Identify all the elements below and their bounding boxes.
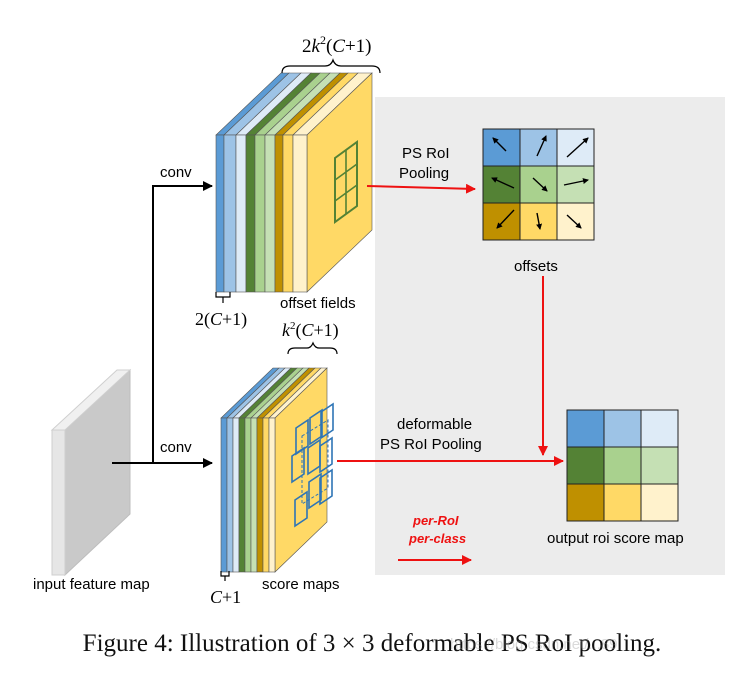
bottom-stack-slice-7 bbox=[256, 417, 264, 573]
offsets-cell-3-1 bbox=[482, 202, 521, 241]
offset-fields-label: offset fields bbox=[280, 295, 356, 312]
bottom-stack-slice-8 bbox=[262, 417, 270, 573]
top-stack-front-slice bbox=[292, 134, 308, 293]
score-dim-label-sup: 2 bbox=[290, 320, 296, 332]
input-feature-map-label: input feature map bbox=[33, 576, 150, 593]
output-cell-1-3 bbox=[640, 409, 679, 448]
offsets-label: offsets bbox=[514, 258, 558, 275]
per-class-label: per-class bbox=[408, 531, 466, 546]
figure-caption: Figure 4: Illustration of 3 × 3 deformab… bbox=[82, 630, 662, 657]
top-brace bbox=[281, 58, 381, 74]
score-dim-label-c: C bbox=[302, 320, 315, 340]
deformable-ps-roi-pooling-diagram: 2k2(C+1) conv conv 2(C+1) offset fields … bbox=[33, 33, 725, 607]
offset-dim-label: 2k2(C+1) bbox=[302, 33, 372, 57]
output-score-map bbox=[566, 409, 679, 522]
score-maps-label: score maps bbox=[262, 576, 340, 593]
output-cell-1-1 bbox=[566, 409, 605, 448]
channel-label-top-a: 2( bbox=[195, 309, 210, 330]
top-stack-slice-6 bbox=[264, 134, 276, 293]
channel-label-top: 2(C+1) bbox=[195, 309, 247, 330]
watermark: https://blog.csdn.net/...89 bbox=[450, 636, 618, 653]
top-stack-slice-4 bbox=[245, 134, 256, 293]
bottom-stack-slice-3 bbox=[232, 417, 240, 573]
conv-arrows bbox=[112, 181, 213, 468]
offsets-cell-2-2 bbox=[519, 165, 558, 204]
offset-dim-label-2: 2 bbox=[302, 36, 312, 57]
offsets-cell-1-2 bbox=[519, 128, 558, 167]
offsets-grid bbox=[482, 128, 595, 241]
offsets-cell-2-1 bbox=[482, 165, 521, 204]
per-roi-label: per-RoI bbox=[412, 513, 459, 528]
offset-fields-stack bbox=[215, 72, 373, 293]
offset-dim-label-open: ( bbox=[326, 36, 332, 57]
offsets-cell-1-3 bbox=[556, 128, 595, 167]
bottom-brace bbox=[287, 341, 338, 355]
bottom-stack-slice-4 bbox=[238, 417, 246, 573]
channel-label-bottom: C+1 bbox=[210, 587, 241, 607]
top-stack-slice-2 bbox=[223, 134, 237, 293]
top-stack-slice-1 bbox=[215, 134, 225, 293]
channel-brace-top bbox=[215, 292, 231, 303]
offsets-cell-3-3 bbox=[556, 202, 595, 241]
conv-label-top: conv bbox=[160, 164, 192, 181]
channel-label-top-b: +1) bbox=[222, 309, 247, 330]
bottom-stack-front-slice bbox=[268, 417, 276, 573]
offset-arrows bbox=[491, 135, 589, 230]
input-feature-map bbox=[50, 368, 132, 577]
offset-grid bbox=[334, 140, 358, 224]
ps-roi-label-line1: PS RoI bbox=[402, 145, 450, 162]
bottom-stack-slice-6 bbox=[250, 417, 258, 573]
bottom-stack-slice-1 bbox=[220, 417, 228, 573]
deformable-bins bbox=[291, 402, 334, 528]
ps-roi-label-line2: Pooling bbox=[399, 165, 449, 182]
offset-dim-label-sup: 2 bbox=[320, 33, 326, 47]
score-maps-stack bbox=[220, 367, 334, 573]
channel-brace-bottom bbox=[220, 571, 230, 581]
offsets-cell-2-3 bbox=[556, 165, 595, 204]
offsets-cell-3-2 bbox=[519, 202, 558, 241]
offset-dim-label-k: k bbox=[312, 36, 321, 57]
output-map-label: output roi score map bbox=[547, 530, 684, 547]
offset-dim-label-rest: +1) bbox=[345, 36, 372, 57]
top-stack-slice-5 bbox=[254, 134, 266, 293]
output-cell-2-3 bbox=[640, 446, 679, 485]
top-stack-slice-3 bbox=[235, 134, 247, 293]
top-stack-slice-7 bbox=[274, 134, 284, 293]
output-cell-2-1 bbox=[566, 446, 605, 485]
top-stack-slice-8 bbox=[282, 134, 294, 293]
output-cell-3-1 bbox=[566, 483, 605, 522]
output-cell-1-2 bbox=[603, 409, 642, 448]
channel-label-bottom-rest: +1 bbox=[222, 587, 241, 607]
channel-label-bottom-c: C bbox=[210, 587, 223, 607]
output-cell-3-2 bbox=[603, 483, 642, 522]
score-dim-label-k: k bbox=[282, 320, 291, 340]
channel-label-top-c: C bbox=[210, 309, 223, 329]
red-arrows bbox=[337, 183, 564, 565]
bottom-stack-slice-2 bbox=[226, 417, 234, 573]
score-dim-label: k2(C+1) bbox=[282, 320, 339, 341]
bottom-stack-slice-5 bbox=[244, 417, 252, 573]
deformable-label-line2: PS RoI Pooling bbox=[380, 436, 482, 453]
deformable-label-line1: deformable bbox=[397, 416, 472, 433]
conv-label-bottom: conv bbox=[160, 439, 192, 456]
output-cell-2-2 bbox=[603, 446, 642, 485]
score-dim-label-rest: +1) bbox=[314, 320, 339, 341]
output-cell-3-3 bbox=[640, 483, 679, 522]
offset-dim-label-c: C bbox=[332, 36, 345, 57]
score-dim-label-open: ( bbox=[296, 320, 302, 341]
offsets-cell-1-1 bbox=[482, 128, 521, 167]
